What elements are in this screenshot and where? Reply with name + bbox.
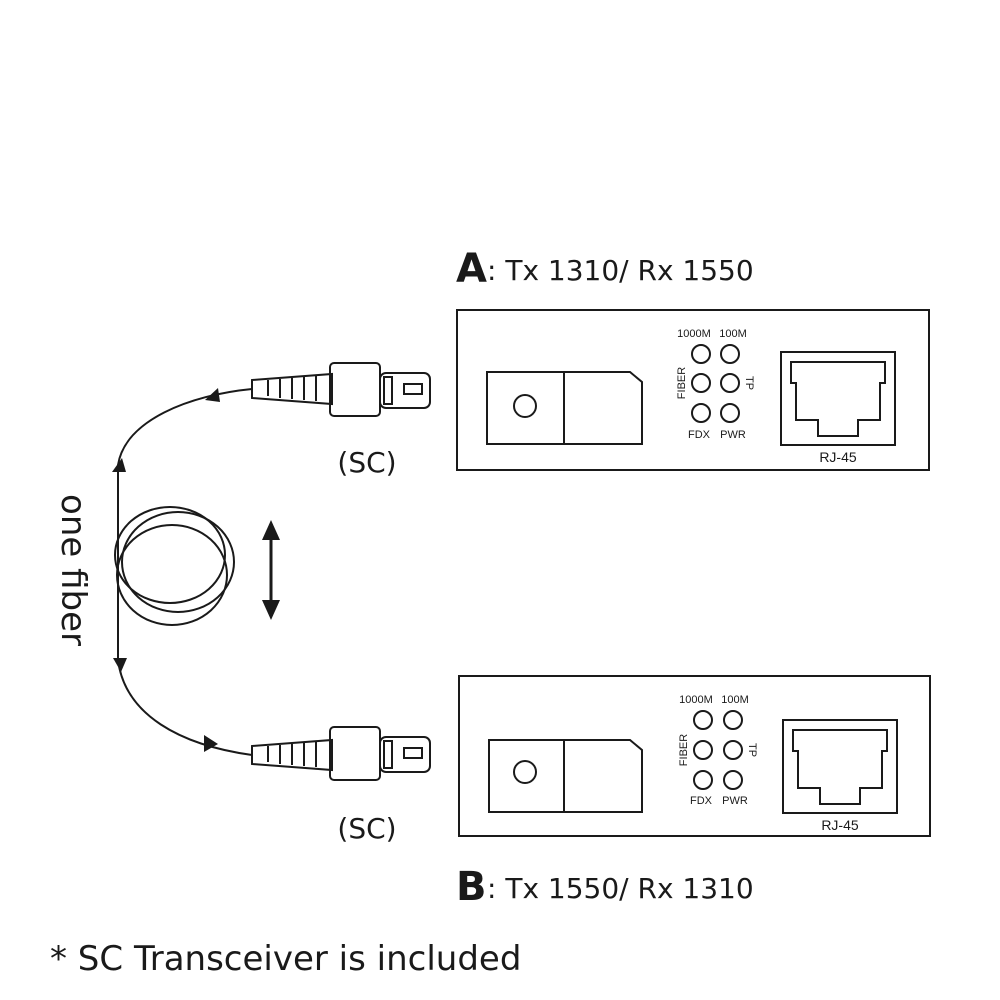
device-b-panel: 1000M 100M FIBER TP FDX PWR RJ-45 xyxy=(458,675,931,837)
arrow-up-left xyxy=(113,658,127,672)
device-b-rj45-port xyxy=(782,719,898,814)
device-b-rj45-label: RJ-45 xyxy=(821,817,859,833)
device-a-led-label-1000m: 1000M xyxy=(677,328,711,340)
device-a-rj45-port xyxy=(780,351,896,446)
device-a-led-fiber xyxy=(691,373,711,393)
device-b-letter: B xyxy=(456,864,487,910)
device-b-led-label-pwr: PWR xyxy=(722,795,748,807)
fiber-label: one fiber xyxy=(53,494,93,646)
device-a-led-fdx xyxy=(691,403,711,423)
device-a-led-label-tp: TP xyxy=(743,376,755,390)
device-a-led-label-fdx: FDX xyxy=(688,429,711,441)
device-b-led-fdx xyxy=(693,770,713,790)
device-b-led-label-tp: TP xyxy=(746,743,758,757)
device-a-led-pwr xyxy=(720,403,740,423)
bidirectional-arrow xyxy=(262,520,280,620)
device-b-led-label-1000m: 1000M xyxy=(679,694,713,706)
device-a-led-tp xyxy=(720,373,740,393)
device-a-led-label-pwr: PWR xyxy=(720,429,746,441)
device-b-led-label-100m: 100M xyxy=(721,694,749,706)
fiber-cable xyxy=(112,388,253,756)
device-a-panel: 1000M 100M FIBER TP FDX PWR RJ-45 xyxy=(456,309,930,471)
arrow-down-left xyxy=(112,458,126,472)
device-b-led-100m xyxy=(723,710,743,730)
device-b-led-tp xyxy=(723,740,743,760)
connector-b-label: (SC) xyxy=(337,812,396,845)
device-b-led-group: 1000M 100M FIBER TP FDX PWR xyxy=(678,694,758,807)
device-b-label: : Tx 1550/ Rx 1310 xyxy=(487,872,754,905)
sc-connector-bottom xyxy=(251,726,431,781)
sc-connector-top xyxy=(251,362,431,417)
fiber-coil xyxy=(114,506,235,626)
device-b-led-label-fdx: FDX xyxy=(690,795,713,807)
device-a-rj45-label: RJ-45 xyxy=(819,449,857,465)
device-b-led-label-fiber: FIBER xyxy=(678,734,690,766)
arrow-toward-b xyxy=(204,735,218,752)
device-a-led-1000m xyxy=(691,344,711,364)
device-a-label: : Tx 1310/ Rx 1550 xyxy=(487,254,754,287)
arrow-toward-a xyxy=(205,388,220,402)
device-b-led-fiber xyxy=(693,740,713,760)
device-a-led-label-fiber: FIBER xyxy=(676,367,688,399)
device-b-led-1000m xyxy=(693,710,713,730)
connector-a-label: (SC) xyxy=(337,446,396,479)
device-a-led-100m xyxy=(720,344,740,364)
device-a-sc-port xyxy=(486,371,643,445)
device-b-sc-port xyxy=(488,739,643,813)
footnote: * SC Transceiver is included xyxy=(50,939,521,979)
device-b-led-pwr xyxy=(723,770,743,790)
device-a-led-group: 1000M 100M FIBER TP FDX PWR xyxy=(676,328,755,441)
device-a-letter: A xyxy=(456,246,487,292)
device-a-led-label-100m: 100M xyxy=(719,328,747,340)
